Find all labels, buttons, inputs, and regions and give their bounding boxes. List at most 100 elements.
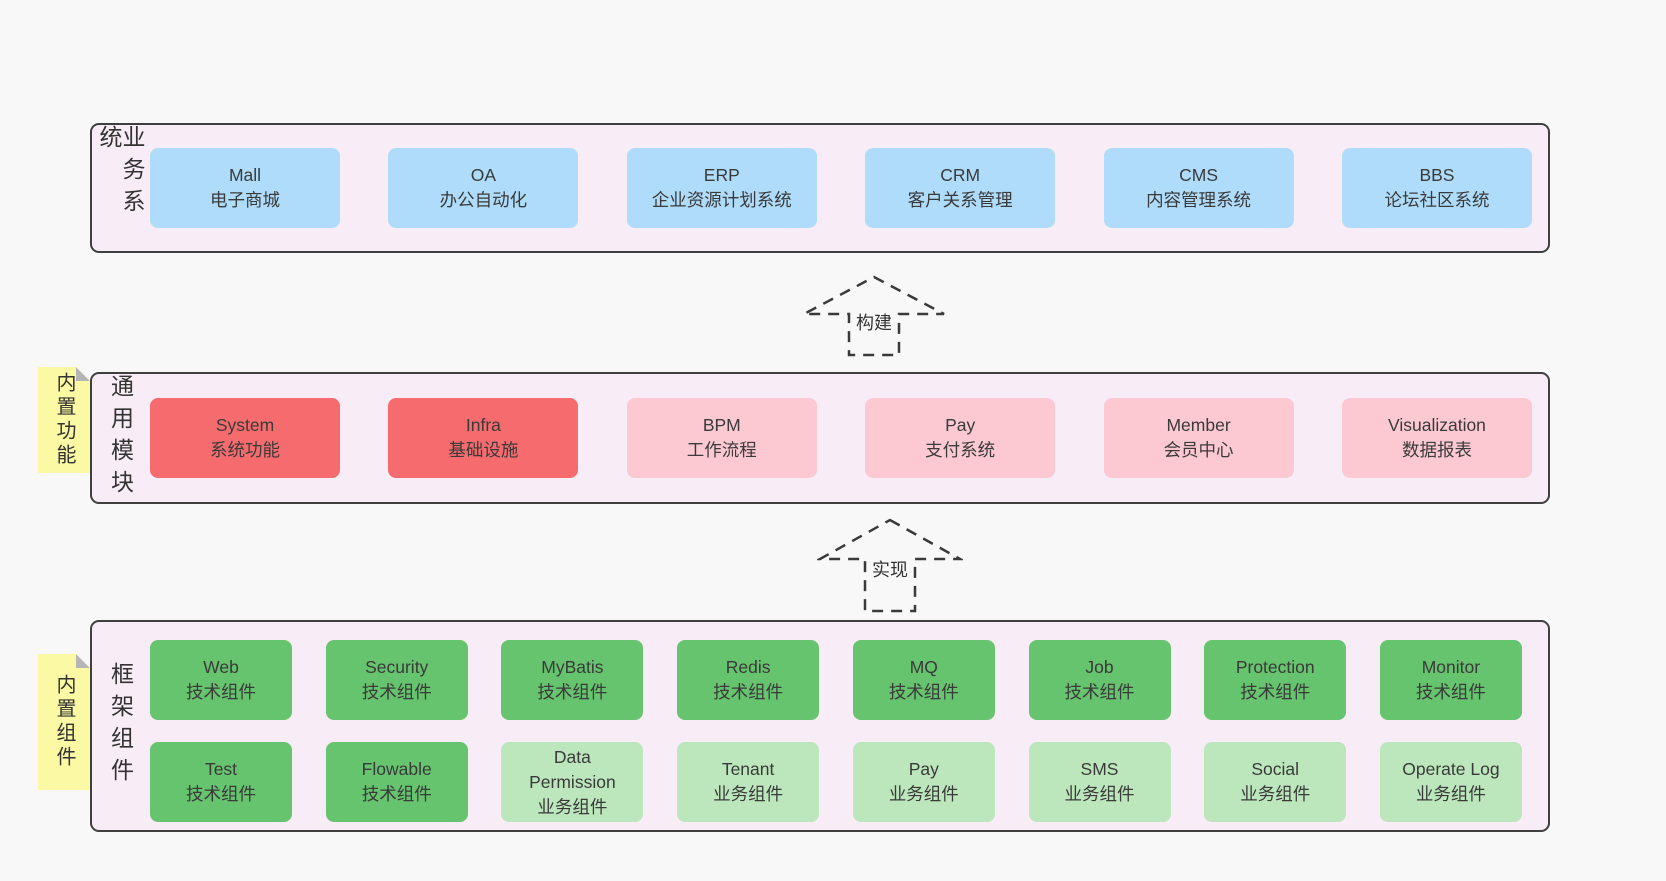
box-flowable: Flowable 技术组件 — [325, 742, 468, 822]
box-title: Pay — [908, 759, 939, 779]
box-subtitle: 支付系统 — [925, 440, 996, 460]
arrow-build-label: 构建 — [852, 308, 896, 336]
box-tenant: Tenant 业务组件 — [677, 742, 820, 822]
box-title: Security — [365, 657, 429, 677]
box-title: Test — [204, 759, 238, 779]
box-subtitle: 数据报表 — [1401, 440, 1472, 460]
sticky-note-builtin-components: 内置组件 — [38, 654, 90, 790]
band-business-systems: 业务系统 Mall 电子商城 OA 办公自动化 ERP 企业资源计划系统 CRM… — [90, 123, 1550, 253]
box-visualization: Visualization 数据报表 — [1341, 398, 1532, 478]
box-subtitle: 技术组件 — [888, 682, 959, 702]
box-subtitle: 业务组件 — [1415, 784, 1486, 804]
note-fold-icon — [76, 367, 90, 381]
arrow-implement: 实现 — [817, 517, 963, 614]
box-job: Job 技术组件 — [1028, 640, 1171, 720]
box-title: Visualization — [1387, 415, 1486, 435]
band-components-content: Web 技术组件 Security 技术组件 MyBatis 技术组件 Redi… — [148, 622, 1548, 830]
box-subtitle: 电子商城 — [210, 190, 280, 210]
box-title: CRM — [940, 165, 981, 185]
box-title: Flowable — [361, 759, 432, 779]
box-title: Data Permission — [529, 746, 616, 792]
band-label-framework-components: 框架组件 — [92, 622, 148, 830]
box-subtitle: 技术组件 — [186, 784, 256, 804]
box-subtitle: 基础设施 — [448, 440, 519, 460]
band-common-modules: 通用模块 System 系统功能 Infra 基础设施 BPM 工作流程 Pay… — [90, 372, 1550, 504]
box-title: MyBatis — [541, 657, 604, 677]
box-title: CMS — [1179, 165, 1218, 185]
box-member: Member 会员中心 — [1103, 398, 1294, 478]
band-label-business-systems: 业务系统 — [92, 125, 148, 251]
box-subtitle: 内容管理系统 — [1146, 190, 1252, 210]
box-subtitle: 技术组件 — [1415, 682, 1486, 702]
box-bbs: BBS 论坛社区系统 — [1341, 148, 1532, 228]
box-title: BPM — [702, 415, 741, 435]
box-title: Job — [1085, 657, 1114, 677]
box-cms: CMS 内容管理系统 — [1103, 148, 1294, 228]
band-label-text: 通用模块 — [107, 374, 134, 502]
box-subtitle: 业务组件 — [1240, 784, 1311, 804]
box-title: Mall — [228, 165, 262, 185]
box-crm: CRM 客户关系管理 — [865, 148, 1056, 228]
arrow-build: 构建 — [801, 274, 947, 358]
box-sms: SMS 业务组件 — [1028, 742, 1171, 822]
arrow-implement-label: 实现 — [868, 555, 912, 583]
band-label-text: 框架组件 — [107, 662, 134, 790]
box-subtitle: 业务组件 — [537, 796, 608, 817]
box-pay-module: Pay 支付系统 — [865, 398, 1056, 478]
box-subtitle: 业务组件 — [1064, 784, 1135, 804]
box-bpm: BPM 工作流程 — [626, 398, 817, 478]
sticky-note-builtin-features: 内置功能 — [38, 367, 90, 473]
box-pay-component: Pay 业务组件 — [852, 742, 995, 822]
box-title: MQ — [909, 657, 938, 677]
box-monitor: Monitor 技术组件 — [1379, 640, 1522, 720]
box-subtitle: 技术组件 — [713, 682, 784, 702]
box-subtitle: 系统功能 — [210, 440, 280, 460]
box-erp: ERP 企业资源计划系统 — [626, 148, 817, 228]
box-title: Monitor — [1421, 657, 1481, 677]
box-redis: Redis 技术组件 — [677, 640, 820, 720]
box-title: Social — [1251, 759, 1300, 779]
band-modules-content: System 系统功能 Infra 基础设施 BPM 工作流程 Pay 支付系统… — [148, 374, 1548, 502]
box-social: Social 业务组件 — [1204, 742, 1347, 822]
box-title: SMS — [1080, 759, 1119, 779]
box-data-permission: Data Permission 业务组件 — [501, 742, 644, 822]
band-label-common-modules: 通用模块 — [92, 374, 148, 502]
box-oa: OA 办公自动化 — [388, 148, 579, 228]
box-subtitle: 会员中心 — [1163, 440, 1234, 460]
note-text: 内置功能 — [53, 372, 75, 468]
note-text: 内置组件 — [53, 674, 75, 770]
box-title: System — [215, 415, 275, 435]
box-subtitle: 客户关系管理 — [907, 190, 1013, 210]
band-business-content: Mall 电子商城 OA 办公自动化 ERP 企业资源计划系统 CRM 客户关系… — [148, 125, 1548, 251]
box-subtitle: 业务组件 — [713, 784, 784, 804]
dashed-up-arrow-icon — [803, 275, 945, 357]
box-title: OA — [470, 165, 497, 185]
box-mall: Mall 电子商城 — [150, 148, 340, 228]
box-title: Member — [1166, 415, 1231, 435]
box-security: Security 技术组件 — [325, 640, 468, 720]
box-title: Tenant — [721, 759, 775, 779]
box-title: BBS — [1419, 165, 1455, 185]
box-title: ERP — [703, 165, 740, 185]
box-subtitle: 技术组件 — [361, 682, 432, 702]
box-subtitle: 技术组件 — [1064, 682, 1135, 702]
box-operate-log: Operate Log 业务组件 — [1379, 742, 1522, 822]
box-test: Test 技术组件 — [150, 742, 292, 822]
box-web: Web 技术组件 — [150, 640, 292, 720]
box-mq: MQ 技术组件 — [852, 640, 995, 720]
components-row-1: Web 技术组件 Security 技术组件 MyBatis 技术组件 Redi… — [150, 640, 1522, 720]
box-subtitle: 工作流程 — [686, 440, 757, 460]
box-subtitle: 业务组件 — [888, 784, 959, 804]
box-subtitle: 技术组件 — [186, 682, 256, 702]
box-subtitle: 论坛社区系统 — [1384, 190, 1490, 210]
box-subtitle: 技术组件 — [361, 784, 432, 804]
box-subtitle: 企业资源计划系统 — [651, 190, 792, 210]
box-title: Protection — [1235, 657, 1315, 677]
box-title: Redis — [725, 657, 771, 677]
box-title: Infra — [465, 415, 501, 435]
box-title: Pay — [945, 415, 976, 435]
box-title: Web — [203, 657, 239, 677]
box-subtitle: 办公自动化 — [439, 190, 528, 210]
band-label-text: 业务系统 — [96, 125, 145, 221]
